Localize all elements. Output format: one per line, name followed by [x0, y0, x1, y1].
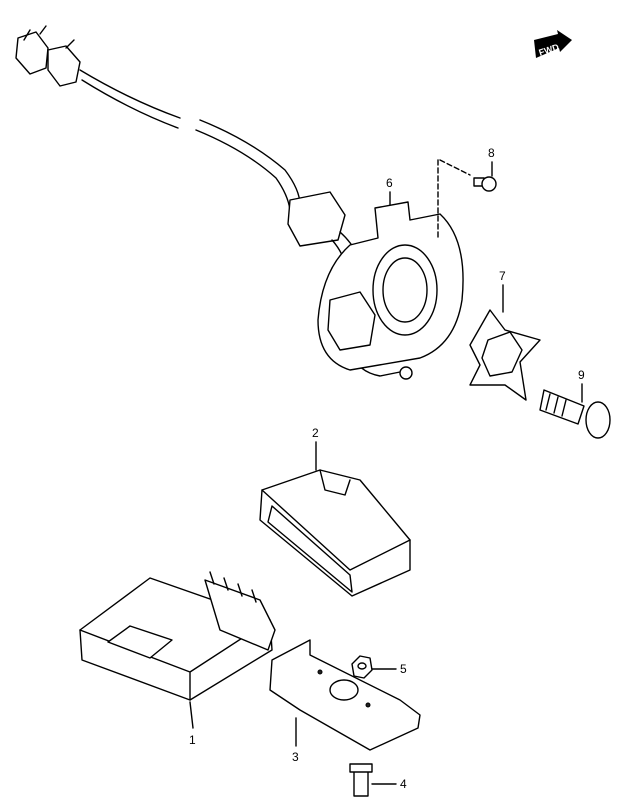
- igniter-bracket: [269, 639, 421, 751]
- bolt: [349, 763, 373, 797]
- nut: [351, 655, 373, 679]
- callout-7: 7: [499, 269, 506, 283]
- rotor-bolt: [539, 389, 611, 439]
- callout-3: 3: [292, 750, 299, 764]
- pickup-coil-plate: [317, 159, 471, 371]
- wire-harness: [15, 25, 413, 380]
- callout-5: 5: [400, 662, 407, 676]
- callout-9: 9: [578, 368, 585, 382]
- callout-2: 2: [312, 426, 319, 440]
- callout-4: 4: [400, 777, 407, 791]
- screw: [473, 176, 497, 192]
- igniter-unit: [79, 571, 276, 701]
- fwd-arrow-icon: FWD: [534, 30, 572, 58]
- signal-rotor: [469, 309, 541, 401]
- leader-lines: [189, 161, 583, 785]
- callout-8: 8: [488, 146, 495, 160]
- callout-6: 6: [386, 176, 393, 190]
- igniter-case: [259, 469, 411, 597]
- callout-1: 1: [189, 733, 196, 747]
